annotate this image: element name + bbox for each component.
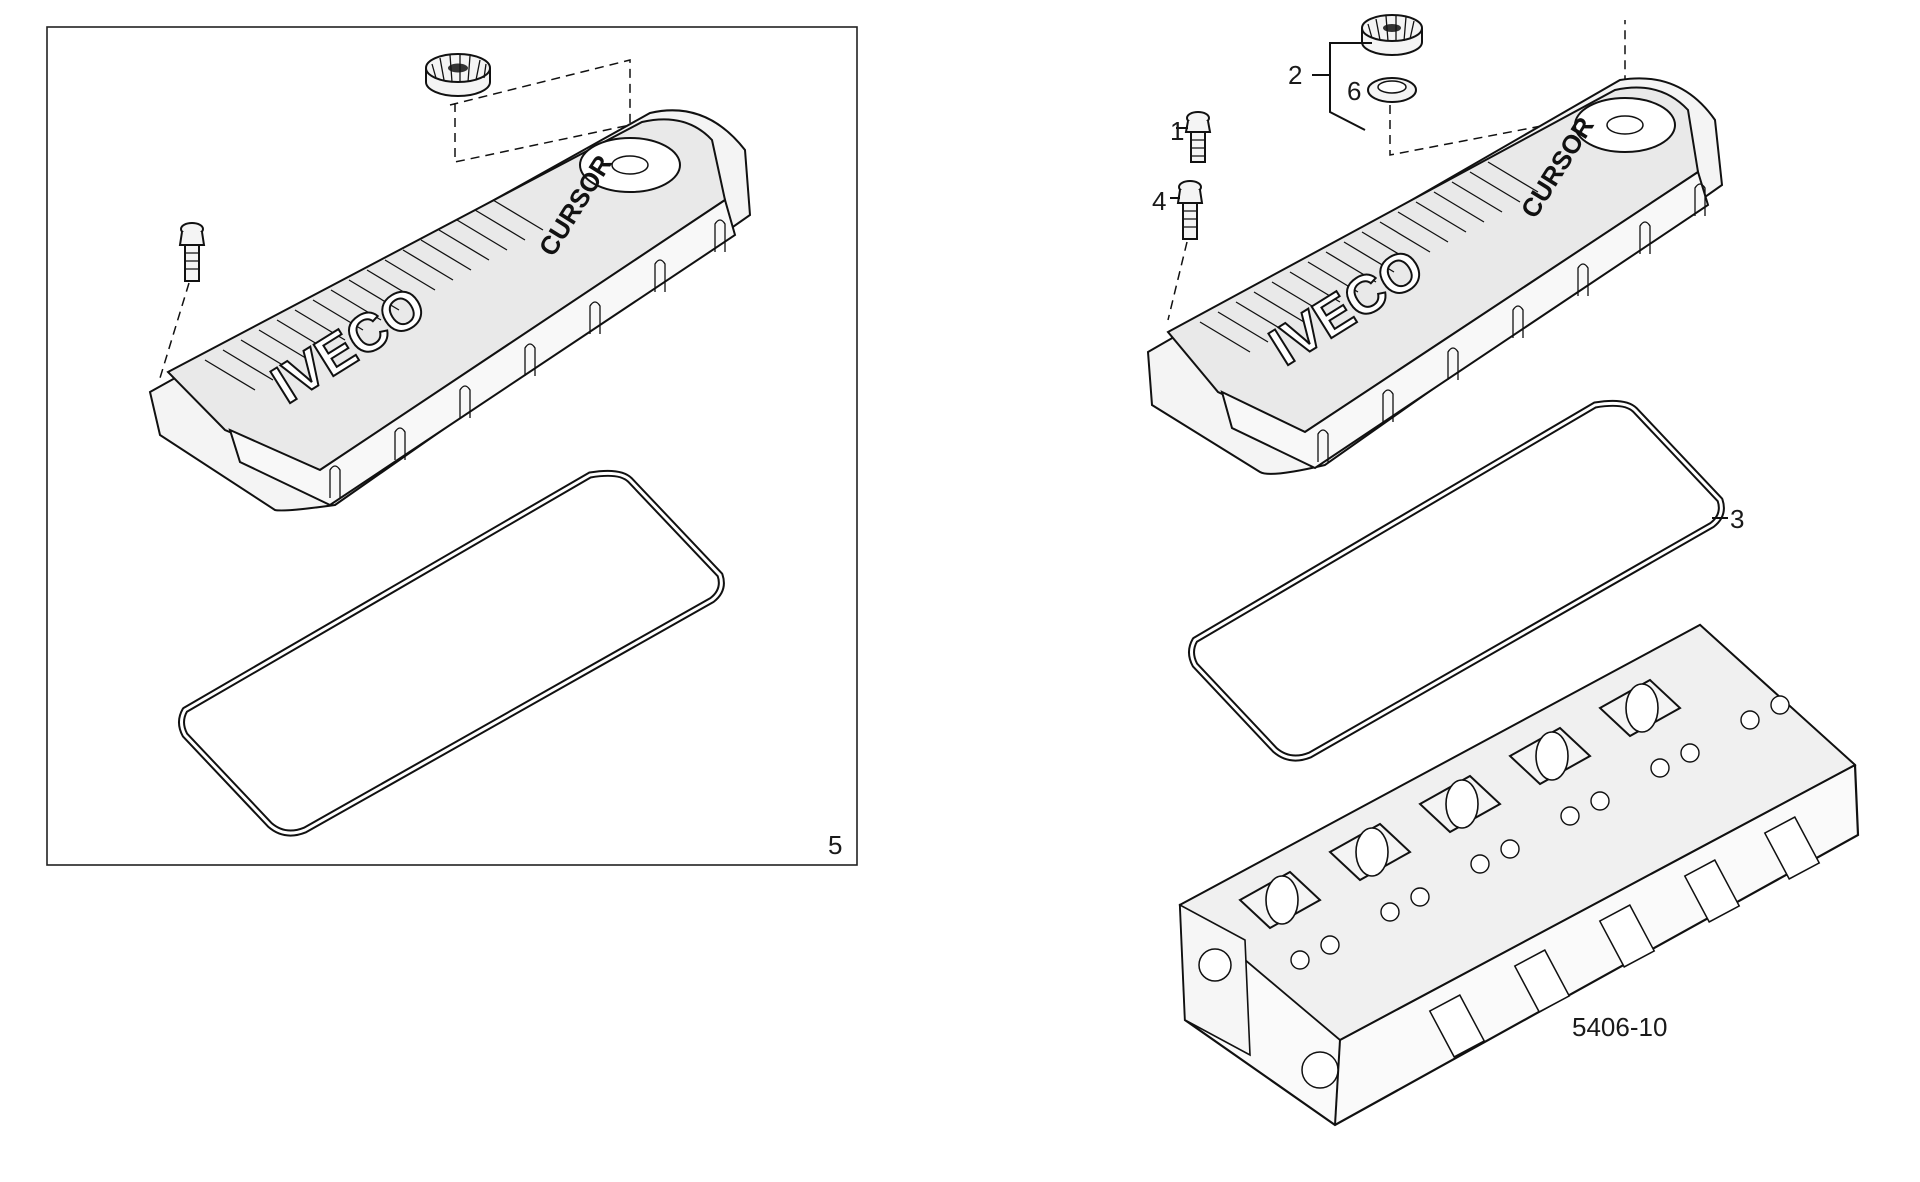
callout-item-1: 1 — [1170, 116, 1185, 146]
cylinder-head — [1178, 623, 1860, 1127]
left-gasket — [178, 469, 725, 837]
left-oil-cap — [425, 53, 491, 97]
callout-left-panel-ref: 5 — [828, 830, 843, 860]
right-bolt-4 — [1176, 180, 1204, 240]
right-callout-2-bracket — [1329, 42, 1372, 131]
right-bolt-leader — [1167, 241, 1188, 321]
left-valve-cover: IVECO CURSOR — [148, 109, 752, 512]
left-panel-frame — [46, 26, 858, 866]
callout-item-2: 2 — [1288, 60, 1303, 90]
right-cap-leader — [1389, 20, 1626, 156]
right-assembly: IVECO CURSOR — [1146, 14, 1860, 1127]
left-cap-leader — [449, 59, 631, 163]
figure-code: 5406-10 — [1572, 1012, 1668, 1042]
right-bolt-1 — [1184, 111, 1212, 163]
right-gasket — [1188, 399, 1725, 762]
right-valve-cover: IVECO CURSOR — [1146, 77, 1724, 475]
callout-item-3: 3 — [1730, 504, 1745, 534]
left-cover-ribs — [204, 199, 544, 391]
left-bolt-leader — [159, 282, 190, 379]
right-seal-ring — [1367, 77, 1417, 103]
left-assembly: IVECO CURSOR — [148, 53, 752, 837]
right-oil-cap — [1361, 14, 1423, 56]
cam-towers — [1238, 678, 1682, 930]
right-cover-ribs — [1199, 161, 1539, 353]
callout-item-6: 6 — [1347, 76, 1362, 106]
valve-holes — [1290, 695, 1790, 970]
right-cover-bosses — [1317, 183, 1706, 462]
callout-item-4: 4 — [1152, 186, 1167, 216]
left-bolt — [178, 222, 206, 282]
side-ports — [1428, 816, 1821, 1058]
left-cover-bosses — [329, 219, 726, 498]
